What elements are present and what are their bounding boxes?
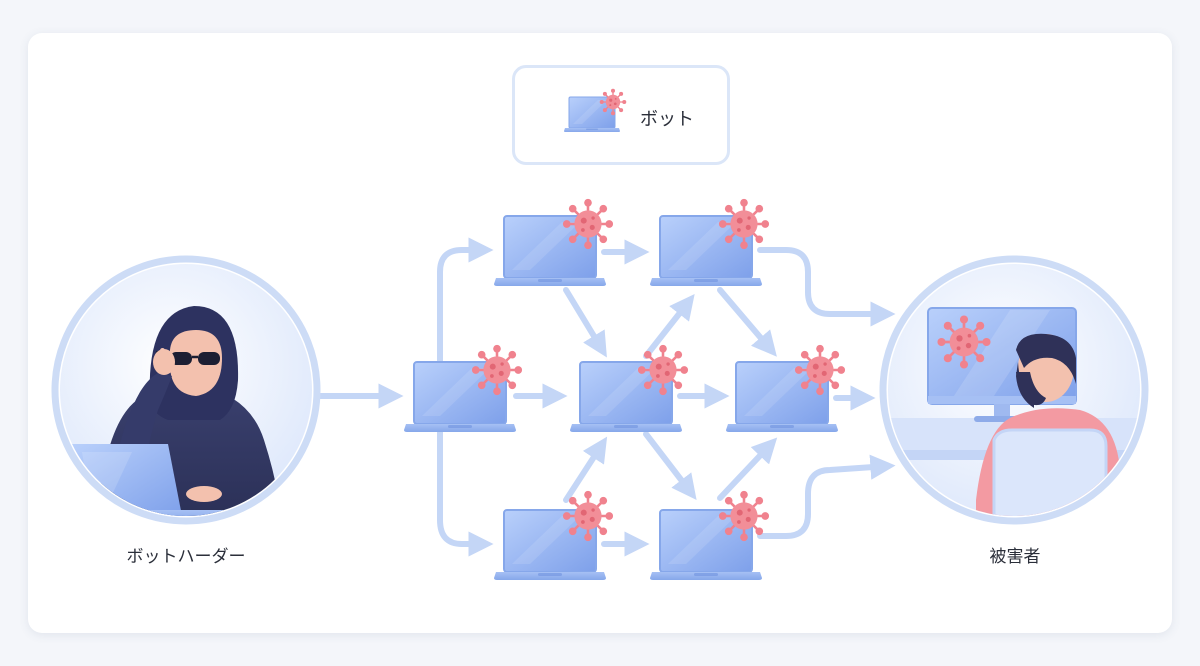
legend-virus-icon <box>599 88 627 116</box>
bot-virus-e <box>561 489 615 543</box>
victim-virus-icon <box>936 314 992 370</box>
hacker-avatar <box>51 255 321 525</box>
legend-label: ボット <box>640 109 694 130</box>
attacker-label: ボットハーダー <box>126 547 246 567</box>
bot-virus-a <box>470 343 524 397</box>
bot-virus-g <box>793 343 847 397</box>
bot-virus-b <box>561 197 615 251</box>
legend-box <box>512 65 730 165</box>
victim-avatar <box>879 255 1149 525</box>
bot-virus-f <box>717 489 771 543</box>
bot-virus-c <box>717 197 771 251</box>
connection-arrows <box>317 237 896 557</box>
bot-virus-d <box>636 343 690 397</box>
victim-label: 被害者 <box>989 547 1041 567</box>
